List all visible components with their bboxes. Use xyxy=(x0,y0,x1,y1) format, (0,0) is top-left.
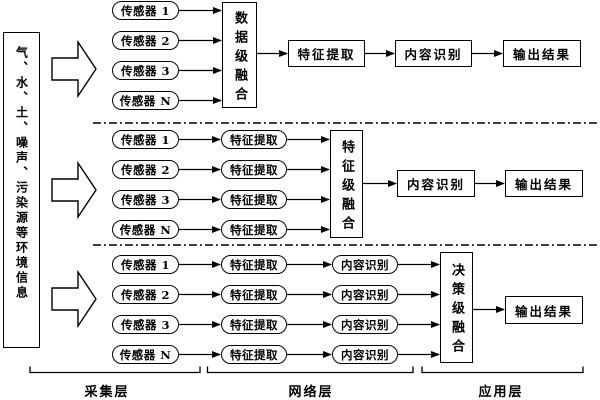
feature-extraction-node: 特征提取 xyxy=(221,285,287,304)
feature-extraction-node: 特征提取 xyxy=(221,160,287,179)
feature-extraction-node: 特征提取 xyxy=(221,345,287,364)
feature-extraction-node: 特征提取 xyxy=(221,190,287,209)
feature-extraction-node: 特征提取 xyxy=(221,255,287,274)
layer-label-collection: 采集层 xyxy=(84,385,130,400)
feature-fusion-node: 特征级融合 xyxy=(330,130,363,238)
content-recognition-box: 内容识别 xyxy=(397,170,475,197)
bracket-application-layer xyxy=(421,366,584,374)
feature-extraction-box: 特征提取 xyxy=(288,40,365,67)
big-arrow-bottom xyxy=(51,269,97,329)
bracket-collection-layer xyxy=(29,366,201,374)
feature-extraction-node: 特征提取 xyxy=(221,220,287,239)
flow-arrows-group3 xyxy=(179,261,505,358)
separator-lines xyxy=(93,122,600,246)
sensor-node: 传感器 N xyxy=(112,220,179,239)
output-result-box: 输出结果 xyxy=(505,296,583,324)
data-fusion-node: 数据级融合 xyxy=(222,2,257,108)
big-arrow-middle xyxy=(51,160,97,220)
flow-arrows-group1 xyxy=(179,7,503,104)
flow-arrows-group2 xyxy=(179,136,505,233)
sensor-node: 传感器 1 xyxy=(112,130,179,149)
feature-extraction-node: 特征提取 xyxy=(221,130,287,149)
content-recognition-node: 内容识别 xyxy=(332,285,398,304)
layer-label-network: 网络层 xyxy=(288,385,334,400)
layer-label-application: 应用层 xyxy=(478,385,524,400)
sensor-node: 传感器 1 xyxy=(112,255,179,274)
content-recognition-box: 内容识别 xyxy=(395,40,472,67)
bracket-network-layer xyxy=(206,366,414,374)
output-result-box: 输出结果 xyxy=(505,170,583,197)
big-arrow-top xyxy=(51,39,97,99)
sensor-node: 传感器 1 xyxy=(112,1,179,20)
sensor-node: 传感器 3 xyxy=(112,61,179,80)
feature-extraction-node: 特征提取 xyxy=(221,315,287,334)
sensor-node: 传感器 2 xyxy=(112,31,179,50)
sensor-node: 传感器 2 xyxy=(112,160,179,179)
content-recognition-node: 内容识别 xyxy=(332,315,398,334)
sensor-node: 传感器 N xyxy=(112,345,179,364)
decision-fusion-node: 决策级融合 xyxy=(440,252,473,363)
content-recognition-node: 内容识别 xyxy=(332,345,398,364)
sensor-node: 传感器 3 xyxy=(112,190,179,209)
sensor-node: 传感器 N xyxy=(112,91,179,110)
content-recognition-node: 内容识别 xyxy=(332,255,398,274)
layer-brackets xyxy=(29,366,584,374)
output-result-box: 输出结果 xyxy=(503,40,581,67)
sensor-node: 传感器 2 xyxy=(112,285,179,304)
big-hollow-arrows xyxy=(51,39,97,329)
environment-source-box: 气、水、土、噪声、污染源等环境信息 xyxy=(3,32,40,348)
sensor-node: 传感器 3 xyxy=(112,315,179,334)
